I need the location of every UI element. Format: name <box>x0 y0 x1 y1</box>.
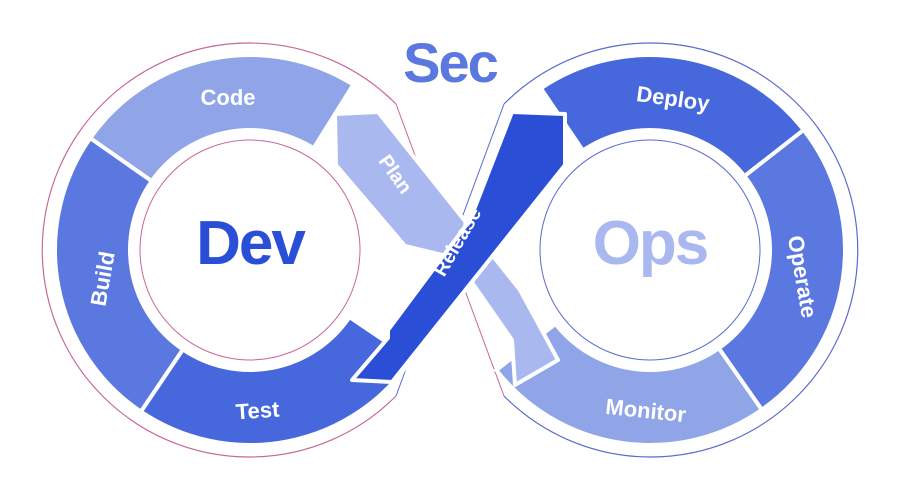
ops-lobe-outline <box>539 139 761 361</box>
dev-label: Dev <box>196 209 306 278</box>
stage-code-label: Code <box>201 85 256 110</box>
stage-build-segment[interactable] <box>53 135 186 415</box>
ops-label: Ops <box>593 209 708 278</box>
stage-test-label: Test <box>235 396 281 424</box>
sec-title: Sec <box>403 31 497 94</box>
stage-code-segment[interactable] <box>87 53 357 184</box>
stage-monitor-segment[interactable] <box>493 321 765 447</box>
stage-test-segment[interactable] <box>138 314 415 447</box>
stage-release-segment[interactable] <box>350 110 567 384</box>
outline-left <box>41 42 397 458</box>
dev-lobe-outline <box>139 139 361 361</box>
stage-operate-segment[interactable] <box>716 127 847 413</box>
stage-deploy-segment[interactable] <box>538 53 807 179</box>
outline-right <box>503 42 859 458</box>
